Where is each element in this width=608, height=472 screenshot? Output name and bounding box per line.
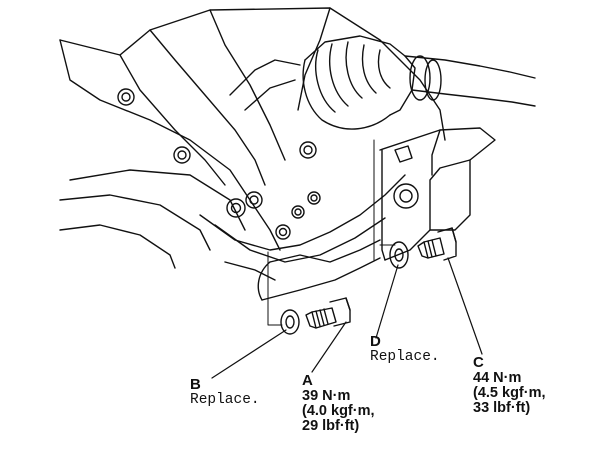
callout-c-torque-alt-2: 33 lbf·ft) [473,400,531,416]
callout-a-torque: 39 N·m [302,388,351,404]
bolt-c [417,227,457,261]
casting-bolt-heads [117,88,419,240]
callout-a-letter: A [302,372,313,389]
callout-c-letter: C [473,354,484,371]
leader-lines [211,257,483,379]
callout-a-torque-alt-1: (4.0 kgf·m, [302,403,375,419]
subframe-casting [59,7,446,269]
callout-c-torque-alt-1: (4.5 kgf·m, [473,385,546,401]
mount-bracket [379,127,496,261]
callout-c-torque: 44 N·m [473,370,522,386]
callout-b-letter: B [190,376,201,393]
washer-b [280,309,300,335]
callout-d-letter: D [370,333,381,350]
bolt-a [305,297,351,329]
callout-d-note: Replace. [370,349,440,365]
washer-d [389,241,409,269]
cv-boot [302,35,536,130]
callout-a-torque-alt-2: 29 lbf·ft) [302,418,360,434]
callout-b-note: Replace. [190,392,260,408]
